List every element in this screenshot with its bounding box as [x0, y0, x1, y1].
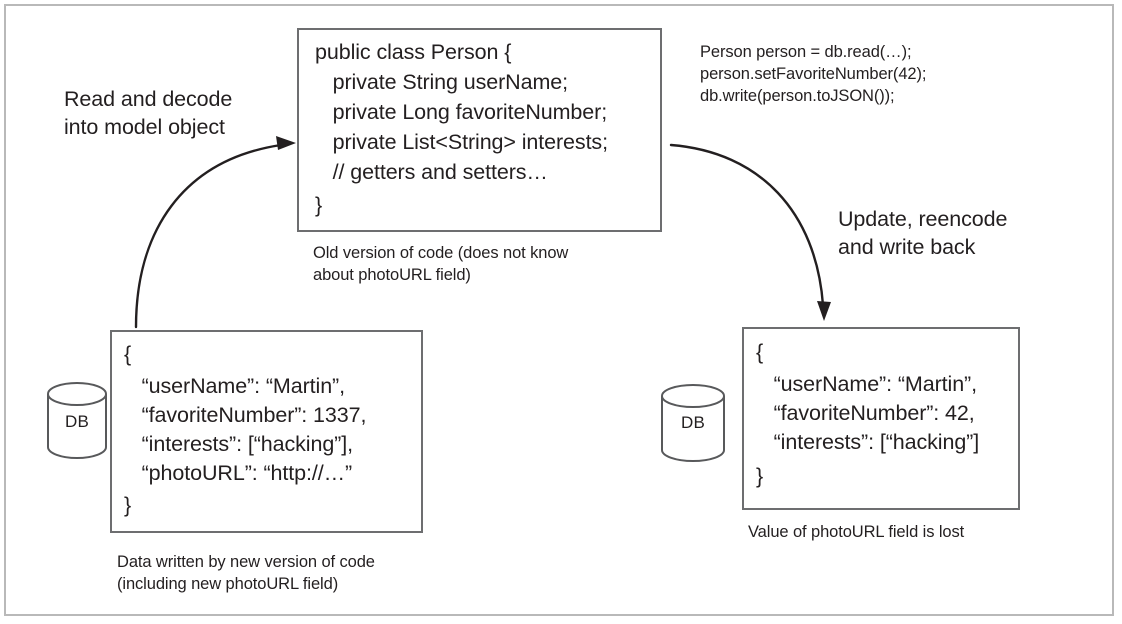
person-class-line-1: private String userName; — [315, 70, 569, 94]
person-class-line-5: } — [315, 193, 323, 217]
person-class-line-3: private List<String> interests; — [315, 130, 608, 154]
result-record-line-3: “interests”: [“hacking”] — [756, 430, 980, 454]
result-record-box — [742, 327, 1020, 510]
result-record-line-4: } — [756, 464, 764, 488]
person-class-line-4: // getters and setters… — [315, 160, 548, 184]
usage-snippet-line-1: person.setFavoriteNumber(42); — [700, 65, 927, 83]
person-class-box — [297, 28, 662, 232]
person-box-caption-line-2: about photoURL field) — [313, 266, 471, 284]
left-db-label: DB — [64, 412, 90, 431]
source-record-line-1: “userName”: “Martin”, — [124, 374, 345, 398]
right-db-label: DB — [680, 413, 706, 432]
source-record-line-5: } — [124, 493, 132, 517]
read-decode-label-line-2: into model object — [64, 115, 225, 139]
result-record-line-2: “favoriteNumber”: 42, — [756, 401, 975, 425]
source-record-line-2: “favoriteNumber”: 1337, — [124, 403, 367, 427]
result-record-line-0: { — [756, 340, 764, 364]
source-record-line-3: “interests”: [“hacking”], — [124, 432, 353, 456]
update-writeback-label-line-1: Update, reencode — [838, 207, 1008, 231]
result-record-line-1: “userName”: “Martin”, — [756, 372, 977, 396]
source-record-box — [110, 330, 423, 533]
usage-snippet-line-2: db.write(person.toJSON()); — [700, 87, 895, 105]
person-class-line-2: private Long favoriteNumber; — [315, 100, 608, 124]
source-record-caption-line-1: Data written by new version of code — [117, 553, 375, 571]
source-record-caption-line-2: (including new photoURL field) — [117, 575, 339, 593]
person-class-line-0: public class Person { — [315, 40, 512, 64]
read-decode-label-line-1: Read and decode — [64, 87, 233, 111]
result-record-caption: Value of photoURL field is lost — [748, 523, 965, 541]
source-record-line-4: “photoURL”: “http://…” — [124, 461, 353, 485]
person-box-caption-line-1: Old version of code (does not know — [313, 244, 569, 262]
usage-snippet-line-0: Person person = db.read(…); — [700, 43, 912, 61]
update-writeback-label-line-2: and write back — [838, 235, 976, 259]
source-record-line-0: { — [124, 342, 132, 366]
